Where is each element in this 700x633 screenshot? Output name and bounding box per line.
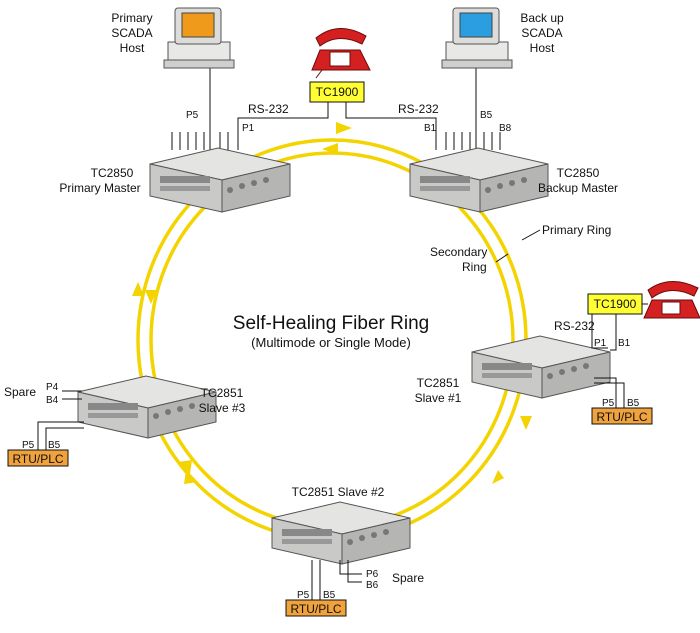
port-label-b5: B5 xyxy=(627,398,640,409)
rtu-plc-label: RTU/PLC xyxy=(12,452,63,466)
primary-host-label-line1: Primary xyxy=(111,11,152,25)
telephone-icon xyxy=(643,281,700,319)
tc2851-slave2-unit xyxy=(271,501,411,565)
slave1-wiring xyxy=(591,314,625,410)
backup-master-label-line1: TC2850 xyxy=(557,166,600,180)
backup-host-label-line2: SCADA xyxy=(521,26,562,40)
tc2851-slave1-unit xyxy=(471,335,611,399)
port-label-p1: P1 xyxy=(242,123,255,134)
ring-arrow-right-outer xyxy=(520,416,532,430)
port-label-p5: P5 xyxy=(186,110,199,121)
tc2850-backup-master-unit xyxy=(409,147,549,213)
secondary-ring-label-line2: Ring xyxy=(462,260,487,274)
port-label-b5: B5 xyxy=(480,110,493,121)
port-label-b5: B5 xyxy=(323,590,336,601)
port-label-b1: B1 xyxy=(424,123,437,134)
ring-arrow-top-inner xyxy=(322,143,338,155)
slave1-label-line2: Slave #1 xyxy=(415,391,462,405)
ring-arrow-bottom-left-inner xyxy=(178,460,192,474)
rtu-plc-label: RTU/PLC xyxy=(290,602,341,616)
ring-arrow-left-outer xyxy=(132,282,144,296)
ring-arrow-top-outer xyxy=(336,122,352,134)
spare-label-slave3: Spare xyxy=(4,385,36,399)
port-label-p5: P5 xyxy=(297,590,310,601)
backup-host-label-line1: Back up xyxy=(520,11,564,25)
rs232-label-right: RS-232 xyxy=(398,102,439,116)
rs232-label-slave1: RS-232 xyxy=(554,319,595,333)
tc1900-right: TC1900 xyxy=(587,293,648,315)
port-label-b8: B8 xyxy=(499,123,512,134)
primary-host-screen xyxy=(181,12,215,38)
rs232-left-cable xyxy=(237,102,329,150)
primary-ring-label: Primary Ring xyxy=(542,223,611,237)
tc1900-label: TC1900 xyxy=(594,297,637,311)
port-label-p1: P1 xyxy=(594,338,607,349)
primary-master-label-line2: Primary Master xyxy=(59,181,140,195)
diagram-subtitle: (Multimode or Single Mode) xyxy=(251,335,411,350)
tc2851-slave3-unit xyxy=(77,375,217,439)
primary-host-label-line3: Host xyxy=(120,41,145,55)
slave2-label: TC2851 Slave #2 xyxy=(292,485,385,499)
ring-arrow-left-inner xyxy=(145,290,157,304)
ring-arrow-right-inner xyxy=(492,470,504,484)
port-label-p6: P6 xyxy=(366,569,379,580)
rtu-plc-label: RTU/PLC xyxy=(596,410,647,424)
tc1900-top: TC1900 xyxy=(309,81,365,103)
rs232-right-cable xyxy=(345,102,437,150)
port-label-p5: P5 xyxy=(22,440,35,451)
tc1900-label: TC1900 xyxy=(316,85,359,99)
ring-arrow-bottom-left-outer xyxy=(184,470,198,484)
port-label-p4: P4 xyxy=(46,382,59,393)
spare-label-slave2: Spare xyxy=(392,571,424,585)
backup-host-label-line3: Host xyxy=(530,41,555,55)
backup-host-screen xyxy=(459,12,493,38)
slave3-label-line2: Slave #3 xyxy=(199,401,246,415)
primary-host-computer xyxy=(163,7,235,69)
slave3-label-line1: TC2851 xyxy=(201,386,244,400)
diagram-title: Self-Healing Fiber Ring xyxy=(233,313,429,334)
slave1-label-line1: TC2851 xyxy=(417,376,460,390)
secondary-ring-label-line1: Secondary xyxy=(430,245,487,259)
rtu-plc-slave1: RTU/PLC xyxy=(591,407,653,425)
backup-host-computer xyxy=(441,7,513,69)
port-label-b5: B5 xyxy=(48,440,61,451)
port-label-b6: B6 xyxy=(366,580,379,591)
ring-arrows xyxy=(132,122,532,484)
backup-master-label-line2: Backup Master xyxy=(538,181,618,195)
rtu-plc-slave3: RTU/PLC xyxy=(7,449,69,467)
telephone-icon xyxy=(311,28,371,79)
primary-master-label-line1: TC2850 xyxy=(91,166,134,180)
primary-host-label-line2: SCADA xyxy=(111,26,152,40)
port-label-b4: B4 xyxy=(46,395,59,406)
rs232-label-left: RS-232 xyxy=(248,102,289,116)
slave2-wiring xyxy=(311,560,362,602)
slave3-wiring xyxy=(37,390,84,452)
tc2850-primary-master-unit xyxy=(149,147,291,213)
port-label-p5: P5 xyxy=(602,398,615,409)
port-label-b1: B1 xyxy=(618,338,631,349)
rtu-plc-slave2: RTU/PLC xyxy=(285,599,347,617)
